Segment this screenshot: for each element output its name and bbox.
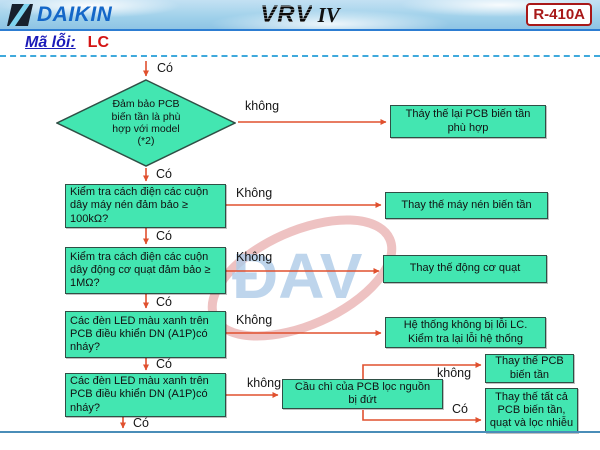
refrigerant-badge: R-410A bbox=[526, 3, 592, 26]
edge-label-yes-top: Có bbox=[157, 61, 173, 75]
edge-label-no-2: Không bbox=[236, 250, 273, 264]
edge-label-yes-fuse: Có bbox=[452, 402, 468, 416]
flow-node-system-ok: Hệ thống không bị lỗi LC. Kiểm tra lại l… bbox=[385, 317, 546, 348]
page-bottom-divider bbox=[0, 431, 600, 433]
connector bbox=[362, 362, 482, 379]
vrv-text: VRV bbox=[260, 1, 313, 28]
edge-label-no-1: Không bbox=[236, 186, 273, 200]
flow-node-replace-all: Thay thế tất cả PCB biến tần, quạt và lọ… bbox=[485, 388, 578, 433]
edge-label-no-fuse: không bbox=[437, 366, 472, 380]
daikin-mark-icon bbox=[7, 3, 33, 26]
edge-label-yes-bottom: Có bbox=[133, 416, 149, 430]
edge-label-yes-1: Có bbox=[156, 167, 172, 181]
flow-node-check-led-2: Các đèn LED màu xanh trên PCB điều khiển… bbox=[65, 373, 226, 417]
daikin-logo: DAIKIN bbox=[7, 3, 112, 27]
edge-label-yes-2: Có bbox=[156, 229, 172, 243]
edge-label-yes-3: Có bbox=[156, 295, 172, 309]
error-code-label: Mã lỗi: bbox=[25, 34, 76, 51]
connector bbox=[362, 410, 482, 423]
edge-label-no-diamond: không bbox=[245, 99, 280, 113]
flow-node-replace-inverter-pcb: Thay thế PCB biến tần bbox=[485, 354, 574, 383]
edge-label-no-3: Không bbox=[236, 313, 273, 327]
watermark-text: ĐAV bbox=[232, 240, 363, 312]
flow-node-check-compressor: Kiểm tra cách điện các cuộn dây máy nén … bbox=[65, 184, 226, 228]
diamond-shape bbox=[55, 79, 237, 167]
flow-node-fuse-broken: Cầu chì của PCB lọc nguồn bị đứt bbox=[282, 379, 443, 409]
flow-node-replace-compressor: Thay thế máy nén biến tần bbox=[385, 192, 548, 219]
flow-node-replace-pcb: Tháy thế lại PCB biến tần phù hợp bbox=[390, 105, 546, 138]
flow-node-check-fan-motor: Kiểm tra cách điện các cuộn dây động cơ … bbox=[65, 247, 226, 294]
error-code-value: LC bbox=[87, 34, 109, 51]
flow-node-check-led-1: Các đèn LED màu xanh trên PCB điều khiển… bbox=[65, 311, 226, 358]
brand-text: DAIKIN bbox=[37, 2, 113, 26]
vrv-generation-text: IV bbox=[317, 3, 340, 27]
edge-label-no-4: không bbox=[247, 376, 282, 390]
flow-node-decision-model: Đảm bảo PCB biến tần là phù hợp với mode… bbox=[55, 79, 237, 167]
flow-node-text: Đảm bảo PCB biến tần là phù hợp với mode… bbox=[111, 98, 181, 148]
edge-label-yes-4: Có bbox=[156, 357, 172, 371]
error-code-bar: Mã lỗi: LC bbox=[0, 31, 600, 57]
watermark: ĐAV bbox=[207, 215, 397, 341]
flow-node-replace-fan-motor: Thay thế động cơ quạt bbox=[383, 255, 547, 283]
